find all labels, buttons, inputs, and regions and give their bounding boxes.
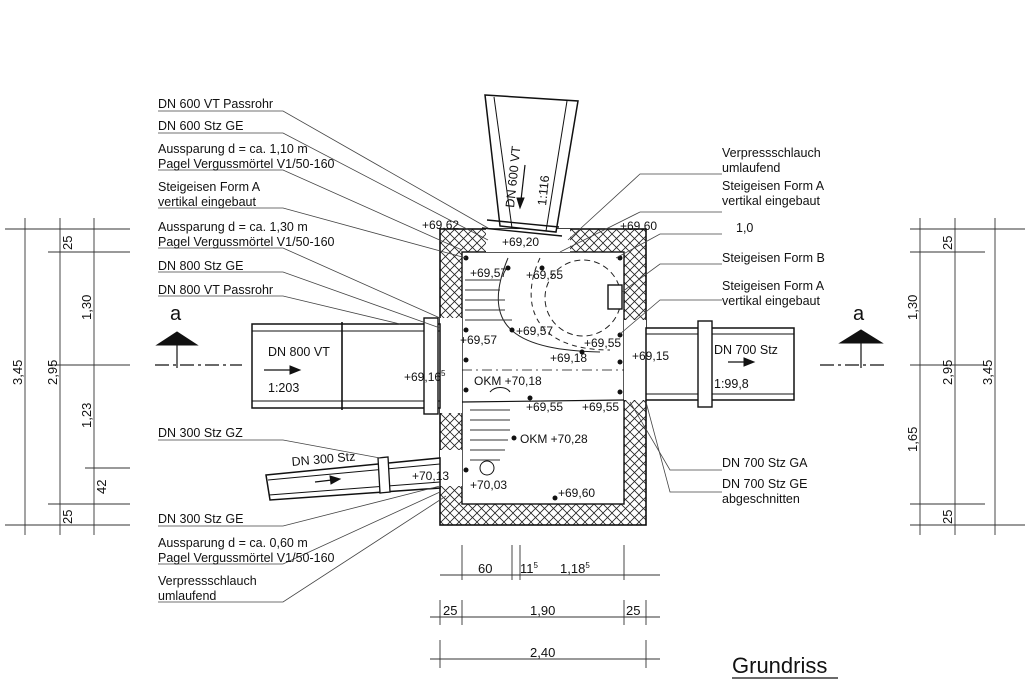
label-steigeisen-b: Steigeisen Form B — [722, 251, 825, 265]
pipe-top-dn600 — [481, 94, 579, 237]
dim-right-s4: 25 — [940, 510, 955, 524]
level-l: +70,03 — [470, 478, 507, 492]
level-a: +69,57 — [470, 266, 507, 280]
level-j: +69,55 — [582, 400, 619, 414]
pipe-left-slope: 1:203 — [268, 381, 299, 395]
label-aussparung-060-mortar: Pagel Vergussmörtel V1/50-160 — [158, 551, 335, 565]
dim-left-s3: 1,23 — [79, 403, 94, 428]
pipe-left-dn300 — [265, 456, 441, 501]
level-okm2: OKM +70,28 — [520, 432, 588, 446]
label-aussparung-110: Aussparung d = ca. 1,10 m — [158, 142, 308, 156]
pipe-top-name: DN 600 VT — [503, 145, 523, 208]
level-m: +69,60 — [558, 486, 595, 500]
dim-right-s2: 1,30 — [905, 295, 920, 320]
level-c: +69,57 — [516, 324, 553, 338]
dim-right-inner: 2,95 — [940, 360, 955, 385]
level-k: +70,13 — [412, 469, 449, 483]
dim-left-s2: 1,30 — [79, 295, 94, 320]
label-aussparung-130-mortar: Pagel Vergussmörtel V1/50-160 — [158, 235, 335, 249]
level-h-value: +69,16 — [404, 370, 441, 384]
label-verpressschlauch-left-sub: umlaufend — [158, 589, 216, 603]
level-h-sup: 5 — [441, 369, 446, 378]
section-marker-left — [155, 331, 242, 368]
pipe-right-slope: 1:99,8 — [714, 377, 749, 391]
dim-bottom-240: 2,40 — [530, 645, 555, 660]
level-b: +69,55 — [526, 268, 563, 282]
level-f: +69,18 — [550, 351, 587, 365]
dim-left-inner: 2,95 — [45, 360, 60, 385]
level-okm1: OKM +70,18 — [474, 374, 542, 388]
label-steigeisen-a-right: Steigeisen Form A — [722, 279, 825, 293]
dim-right-outer: 3,45 — [980, 360, 995, 385]
dim-bottom-118-val: 1,18 — [560, 561, 585, 576]
level-g: +69,15 — [632, 349, 669, 363]
label-verpressschlauch-right: Verpressschlauch — [722, 146, 821, 160]
dim-left-s5: 25 — [60, 510, 75, 524]
level-d: +69,57 — [460, 333, 497, 347]
pipe-left-name: DN 800 VT — [268, 345, 330, 359]
dim-bottom-11-val: 11 — [520, 561, 534, 576]
dim-bottom-190: 1,90 — [530, 603, 555, 618]
section-letter-right: a — [853, 303, 865, 325]
pipe-top-slope: 1:116 — [535, 175, 552, 207]
label-verpressschlauch-left: Verpressschlauch — [158, 574, 257, 588]
label-aussparung-110-mortar: Pagel Vergussmörtel V1/50-160 — [158, 157, 335, 171]
dim-bottom-118-sup: 5 — [585, 561, 590, 570]
label-dn600-vt-passrohr: DN 600 VT Passrohr — [158, 97, 273, 111]
pipe-right-name: DN 700 Stz — [714, 343, 778, 357]
dim-bottom-25-left: 25 — [443, 603, 457, 618]
label-steigeisen-a-left-sub: vertikal eingebaut — [158, 195, 257, 209]
dimension-lines — [5, 218, 1025, 668]
label-aussparung-060: Aussparung d = ca. 0,60 m — [158, 536, 308, 550]
label-aussparung-130: Aussparung d = ca. 1,30 m — [158, 220, 308, 234]
dim-bottom-118: 1,185 — [560, 561, 590, 576]
level-top-pipe: +69,20 — [502, 235, 539, 249]
dim-bottom-11: 115 — [520, 561, 539, 576]
dim-left-s4: 42 — [94, 480, 109, 494]
label-dn300-stz-gz: DN 300 Stz GZ — [158, 426, 243, 440]
label-steigeisen-a-right-top-sub: vertikal eingebaut — [722, 194, 821, 208]
shaft — [439, 228, 647, 526]
label-dn800-stz-ge: DN 800 Stz GE — [158, 259, 243, 273]
level-tr: +69,60 — [620, 219, 657, 233]
label-dn700-stz-ga: DN 700 Stz GA — [722, 456, 808, 470]
label-1-0: 1,0 — [736, 221, 753, 235]
label-verpressschlauch-right-sub: umlaufend — [722, 161, 780, 175]
drawing-title: Grundriss — [732, 653, 827, 678]
leader-lines — [158, 110, 722, 603]
label-dn800-vt-passrohr: DN 800 VT Passrohr — [158, 283, 273, 297]
dim-left-outer: 3,45 — [10, 360, 25, 385]
dim-bottom-25-right: 25 — [626, 603, 640, 618]
level-e: +69,55 — [584, 336, 621, 350]
dim-right-s1: 25 — [940, 236, 955, 250]
label-steigeisen-a-left: Steigeisen Form A — [158, 180, 261, 194]
section-letter-left: a — [170, 303, 182, 325]
label-dn300-stz-ge: DN 300 Stz GE — [158, 512, 243, 526]
dim-left-s1: 25 — [60, 236, 75, 250]
label-dn700-stz-ge: DN 700 Stz GE — [722, 477, 807, 491]
label-steigeisen-a-right-top: Steigeisen Form A — [722, 179, 825, 193]
dim-bottom-11-sup: 5 — [534, 561, 539, 570]
level-i: +69,55 — [526, 400, 563, 414]
level-h: +69,165 — [404, 369, 446, 384]
level-tl: +69,62 — [422, 218, 459, 232]
section-marker-right — [820, 329, 884, 368]
pipe-left-dn800 — [251, 317, 441, 415]
label-steigeisen-a-right-sub: vertikal eingebaut — [722, 294, 821, 308]
dim-bottom-60: 60 — [478, 561, 492, 576]
pipe-right-dn700 — [645, 320, 795, 408]
dim-right-s3: 1,65 — [905, 427, 920, 452]
label-dn700-stz-ge-sub: abgeschnitten — [722, 492, 800, 506]
label-dn600-stz-ge: DN 600 Stz GE — [158, 119, 243, 133]
pipe-small-name: DN 300 Stz — [291, 449, 356, 469]
